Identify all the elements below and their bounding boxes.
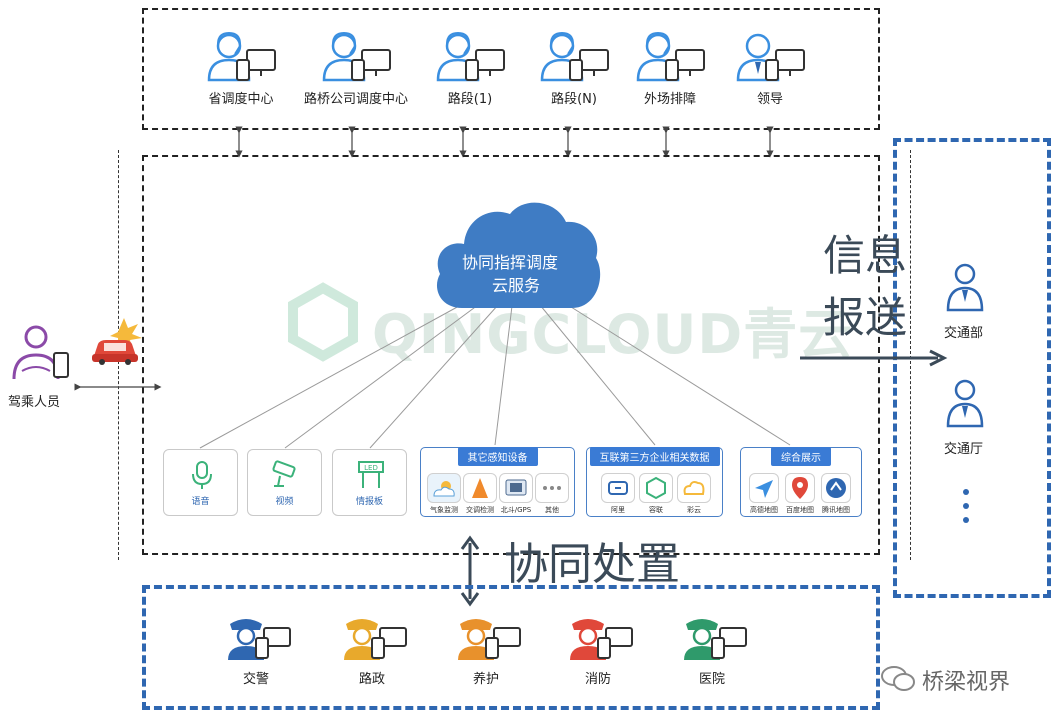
ali-label: 阿里 — [611, 506, 625, 514]
role-1: 路桥公司调度中心 — [296, 30, 416, 107]
led-board-icon: LED — [358, 461, 384, 488]
group-third-party-title: 互联第三方企业相关数据 — [589, 447, 720, 466]
traffic-detect-label: 交调检测 — [466, 506, 494, 514]
top-roles-frame — [142, 8, 880, 130]
more-units-icon — [963, 489, 969, 523]
unit-3: 消防 — [538, 614, 658, 687]
baidu-map-label: 百度地图 — [786, 506, 814, 514]
cooperate-text: 协同处置 — [504, 539, 680, 590]
tencent-map-icon[interactable] — [821, 473, 851, 503]
watermark-logo — [288, 282, 358, 362]
caiyun-label: 彩云 — [687, 506, 701, 514]
role-label: 领导 — [756, 92, 783, 107]
info-send-line1: 信息 — [823, 231, 908, 280]
device-voice[interactable]: 语音 — [163, 449, 238, 516]
responders-frame — [142, 585, 880, 710]
group-sensing-title: 其它感知设备 — [457, 447, 538, 466]
ali-icon[interactable] — [601, 473, 635, 503]
role-label: 路桥公司调度中心 — [303, 92, 408, 107]
role-0: 省调度中心 — [181, 30, 301, 107]
report-frame — [893, 138, 1051, 598]
device-video-label: 视频 — [275, 497, 294, 507]
device-voice-label: 语音 — [191, 497, 210, 507]
ministry-icon — [946, 263, 984, 312]
department-label: 交通厅 — [944, 442, 984, 457]
unit-label: 养护 — [472, 672, 499, 687]
microphone-icon — [192, 461, 212, 489]
wechat-icon — [881, 666, 915, 691]
more-icon[interactable] — [535, 473, 569, 503]
leader-icon — [736, 33, 805, 82]
caiyun-icon[interactable] — [677, 473, 711, 503]
tencent-map-label: 腾讯地图 — [822, 506, 850, 514]
role-4: 外场排障 — [610, 30, 730, 107]
ronglian-label: 容联 — [649, 506, 663, 514]
car-accident-icon — [92, 318, 142, 365]
role-label: 省调度中心 — [208, 92, 274, 107]
cooperate-arrow — [460, 535, 480, 607]
unit-2: 养护 — [426, 614, 546, 687]
road-admin-icon — [344, 619, 407, 660]
department-icon — [946, 379, 984, 428]
right-divider — [910, 150, 911, 560]
amap-label: 高德地图 — [750, 506, 778, 514]
cloud-title: 协同指挥调度 — [462, 253, 559, 272]
credit-text: 桥梁视界 — [922, 670, 1011, 695]
group-display: 综合展示 高德地图 百度地图 腾讯地图 — [740, 447, 862, 517]
police-icon — [228, 619, 291, 660]
role-5: 领导 — [710, 30, 830, 107]
camera-icon — [272, 460, 296, 487]
info-send-arrow — [800, 349, 948, 367]
role-2: 路段(1) — [410, 30, 530, 107]
traffic-detect-icon[interactable] — [463, 473, 497, 503]
info-send-line2: 报送 — [823, 293, 908, 342]
dispatcher-icon — [322, 31, 391, 82]
ronglian-icon[interactable] — [639, 473, 673, 503]
dispatcher-icon — [207, 31, 276, 82]
driver-label: 驾乘人员 — [8, 395, 61, 410]
unit-label: 交警 — [242, 672, 269, 687]
firefighter-icon — [570, 619, 633, 660]
role-label: 外场排障 — [643, 92, 696, 107]
cloud-subtitle: 云服务 — [492, 276, 541, 295]
svg-text:LED: LED — [364, 464, 378, 472]
baidu-map-icon[interactable] — [785, 473, 815, 503]
maintenance-icon — [458, 619, 521, 660]
gps-label: 北斗/GPS — [500, 506, 532, 514]
group-sensing: 其它感知设备 气象监测 交调检测 北斗/GPS 其他 — [420, 447, 575, 517]
platform-frame — [142, 155, 880, 555]
unit-4: 医院 — [652, 614, 772, 687]
doctor-icon — [684, 619, 747, 660]
weather-label: 气象监测 — [430, 506, 458, 514]
device-led[interactable]: LED 情报板 — [332, 449, 407, 516]
cloud-shape — [436, 202, 601, 308]
weather-icon[interactable] — [427, 473, 461, 503]
unit-1: 路政 — [312, 614, 432, 687]
amap-icon[interactable] — [749, 473, 779, 503]
unit-label: 医院 — [698, 672, 725, 687]
device-led-label: 情报板 — [355, 497, 383, 507]
role-3: 路段(N) — [514, 30, 634, 107]
more-label: 其他 — [545, 506, 559, 514]
dispatcher-icon — [636, 31, 705, 82]
dispatcher-icon — [540, 31, 609, 82]
unit-label: 路政 — [358, 672, 385, 687]
ministry-label: 交通部 — [944, 326, 984, 341]
group-display-title: 综合展示 — [771, 447, 831, 466]
device-video[interactable]: 视频 — [247, 449, 322, 516]
role-label: 路段(N) — [551, 92, 597, 107]
gps-icon[interactable] — [499, 473, 533, 503]
dispatcher-icon — [436, 31, 505, 82]
role-label: 路段(1) — [447, 92, 493, 107]
driver-icon — [12, 325, 69, 380]
driver-arrow — [74, 383, 162, 391]
group-third-party: 互联第三方企业相关数据 阿里 容联 彩云 — [586, 447, 723, 517]
watermark-text: QINGCLOUD青云 — [372, 303, 854, 366]
unit-0: 交警 — [196, 614, 316, 687]
unit-label: 消防 — [584, 672, 611, 687]
top-arrows — [235, 126, 774, 158]
